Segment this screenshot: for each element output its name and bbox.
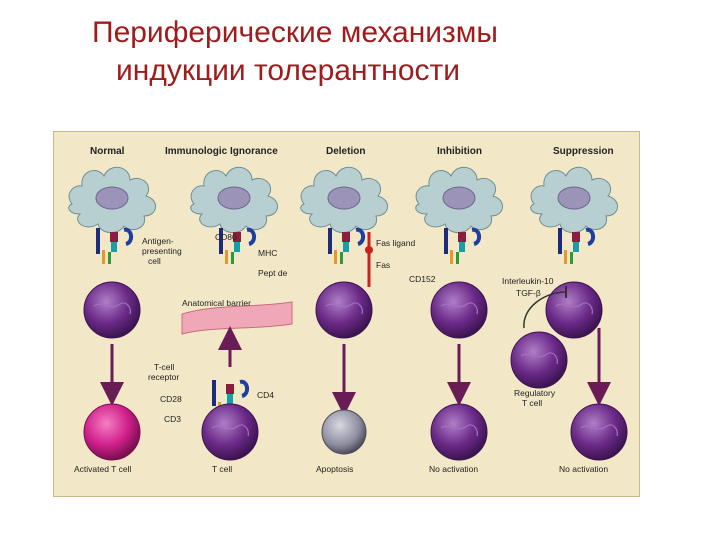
outcome-label-ignorance: T cell	[212, 464, 232, 474]
t-cell-normal	[83, 281, 141, 339]
t-cell-no-activation-suppression	[570, 403, 628, 461]
label-fas: Fas	[376, 260, 390, 270]
outcome-label-normal: Activated T cell	[74, 464, 131, 474]
t-cell-inhibition	[430, 281, 488, 339]
column-header-normal: Normal	[90, 146, 125, 157]
label-cd4: CD4	[257, 390, 274, 400]
receptor-complex-inhibition	[442, 226, 482, 266]
label-cd80: CD80	[215, 232, 237, 242]
title-line-2: индукции толерантности	[116, 54, 461, 87]
label-mhc: MHC	[258, 248, 277, 258]
t-cell-no-activation-inhibition	[430, 403, 488, 461]
apc-cell-suppression	[530, 166, 619, 234]
label-tgf-beta: TGF-β	[516, 288, 541, 298]
apoptotic-cell	[321, 409, 367, 455]
label-interleukin-10: Interleukin-10	[502, 276, 554, 286]
fas-ligand-marker	[365, 246, 373, 254]
t-cell-ignorance	[201, 403, 259, 461]
label-fas-ligand: Fas ligand	[376, 238, 415, 248]
regulatory-t-cell	[510, 331, 568, 389]
label-cd152: CD152	[409, 274, 436, 284]
apc-label-line-1: Antigen-	[142, 236, 174, 246]
outcome-label-inhibition: No activation	[429, 464, 478, 474]
suppression-inhibit-line	[523, 291, 567, 329]
label-antigen-presenting-cell: Antigen- presenting cell	[142, 236, 184, 266]
column-header-deletion: Deletion	[326, 146, 365, 157]
label-peptide: Pept de	[258, 268, 288, 278]
tcr-label-line-2: receptor	[148, 372, 179, 382]
slide-title: Периферические механизмы индукции толера…	[92, 14, 652, 90]
label-regulatory-t-cell: Regulatory T cell	[514, 388, 557, 408]
regulatory-label-line-2: T cell	[522, 398, 542, 408]
outcome-label-suppression: No activation	[559, 464, 608, 474]
title-line-1: Периферические механизмы	[92, 16, 498, 49]
column-header-inhibition: Inhibition	[437, 146, 482, 157]
tolerance-figure: Normal Immunologic Ignorance Deletion In…	[53, 131, 640, 497]
anatomical-barrier	[181, 301, 293, 335]
receptor-complex-deletion	[326, 226, 366, 266]
outcome-label-deletion: Apoptosis	[316, 464, 353, 474]
label-cd3: CD3	[164, 414, 181, 424]
apc-cell-inhibition	[415, 166, 504, 234]
column-header-ignorance: Immunologic Ignorance	[165, 146, 278, 157]
label-t-cell-receptor: T-cell receptor	[148, 362, 179, 382]
figure-canvas: Normal Immunologic Ignorance Deletion In…	[68, 146, 628, 474]
column-header-suppression: Suppression	[553, 146, 614, 157]
apc-cell-deletion	[300, 166, 389, 234]
tcr-label-line-1: T-cell	[154, 362, 174, 372]
regulatory-label-line-1: Regulatory	[514, 388, 556, 398]
apc-label-line-3: cell	[148, 256, 161, 266]
apc-cell-ignorance	[190, 166, 279, 234]
t-cell-suppression	[545, 281, 603, 339]
label-anatomical-barrier: Anatomical barrier	[182, 298, 251, 308]
label-cd28: CD28	[160, 394, 182, 404]
apc-cell-normal	[68, 166, 157, 234]
receptor-complex-suppression	[556, 226, 596, 266]
activated-t-cell	[83, 403, 141, 461]
receptor-complex-normal	[94, 226, 134, 266]
t-cell-deletion	[315, 281, 373, 339]
apc-label-line-2: presenting	[142, 246, 182, 256]
